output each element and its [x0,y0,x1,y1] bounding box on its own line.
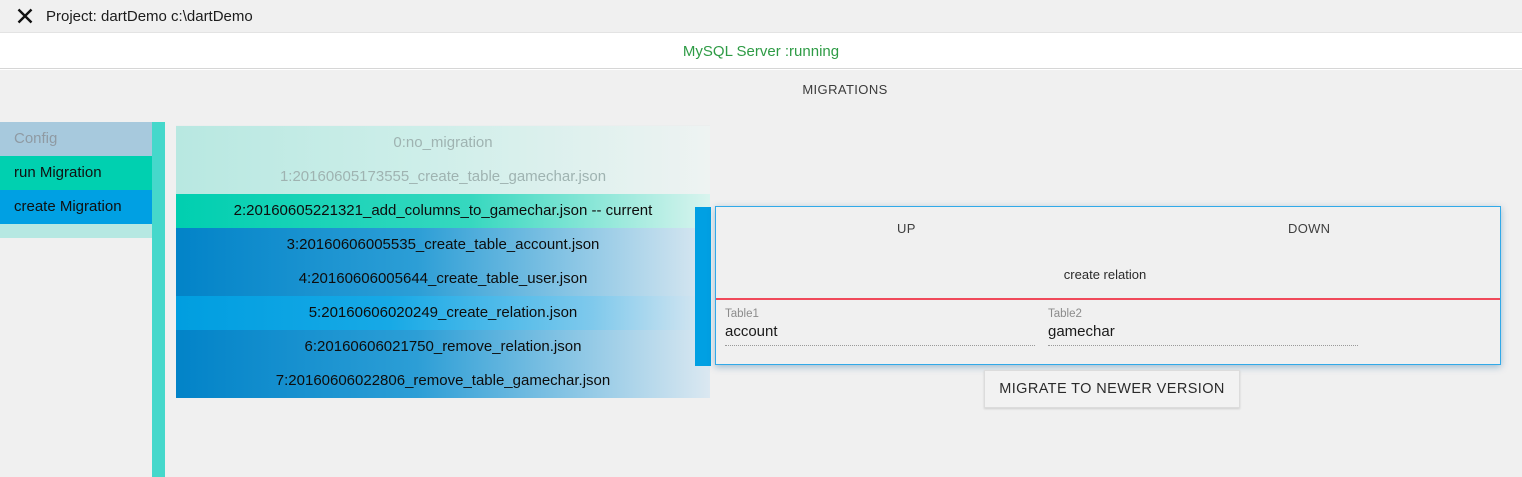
table1-input[interactable]: account [725,323,1035,346]
close-icon[interactable] [8,7,42,25]
migration-row-selected[interactable]: 5:20160606020249_create_relation.json [176,296,710,330]
migration-detail-panel: UP DOWN create relation Table1 account T… [715,206,1501,365]
table2-input[interactable]: gamechar [1048,323,1358,346]
migration-row-current[interactable]: 2:20160605221321_add_columns_to_gamechar… [176,194,710,228]
table2-field: Table2 gamechar [1048,308,1358,346]
migration-list-scrollbar[interactable] [695,207,711,366]
panel-divider [716,298,1500,300]
table1-label: Table1 [725,308,759,320]
migration-row[interactable]: 3:20160606005535_create_table_account.js… [176,228,710,262]
direction-header: UP DOWN [716,207,1500,259]
sidebar-item-run-migration[interactable]: run Migration [0,156,152,190]
main-content: MIGRATIONS Config run Migration create M… [0,70,1522,477]
up-label: UP [897,221,916,236]
title-bar: Project: dartDemo c:\dartDemo [0,0,1522,33]
section-title: MIGRATIONS [802,82,888,97]
migration-row[interactable]: 7:20160606022806_remove_table_gamechar.j… [176,364,710,398]
field-group: Table1 account Table2 gamechar [716,308,1500,346]
sidebar-item-label: Config [14,130,58,147]
operation-name: create relation [1063,267,1147,282]
status-badge: MySQL Server :running [682,42,840,60]
server-status-bar: MySQL Server :running [0,34,1522,69]
migration-list: 0:no_migration 1:20160605173555_create_t… [176,125,710,398]
page-title: Project: dartDemo c:\dartDemo [46,7,253,25]
migration-row[interactable]: 4:20160606005644_create_table_user.json [176,262,710,296]
migrate-to-newer-version-button[interactable]: MIGRATE TO NEWER VERSION [984,370,1240,408]
sidebar-item-create-migration[interactable]: create Migration [0,190,152,224]
migration-row[interactable]: 0:no_migration [176,126,710,160]
migration-row[interactable]: 6:20160606021750_remove_relation.json [176,330,710,364]
migration-row[interactable]: 1:20160605173555_create_table_gamechar.j… [176,160,710,194]
sidebar-accent-bar [152,122,165,477]
table1-field: Table1 account [725,308,1035,346]
sidebar-item-config[interactable]: Config [0,122,152,156]
sidebar-item-label: create Migration [14,198,122,215]
table2-label: Table2 [1048,308,1082,320]
sidebar-bottom-strip [0,224,152,238]
sidebar: Config run Migration create Migration [0,122,152,238]
down-label: DOWN [1288,221,1331,236]
sidebar-item-label: run Migration [14,164,102,181]
